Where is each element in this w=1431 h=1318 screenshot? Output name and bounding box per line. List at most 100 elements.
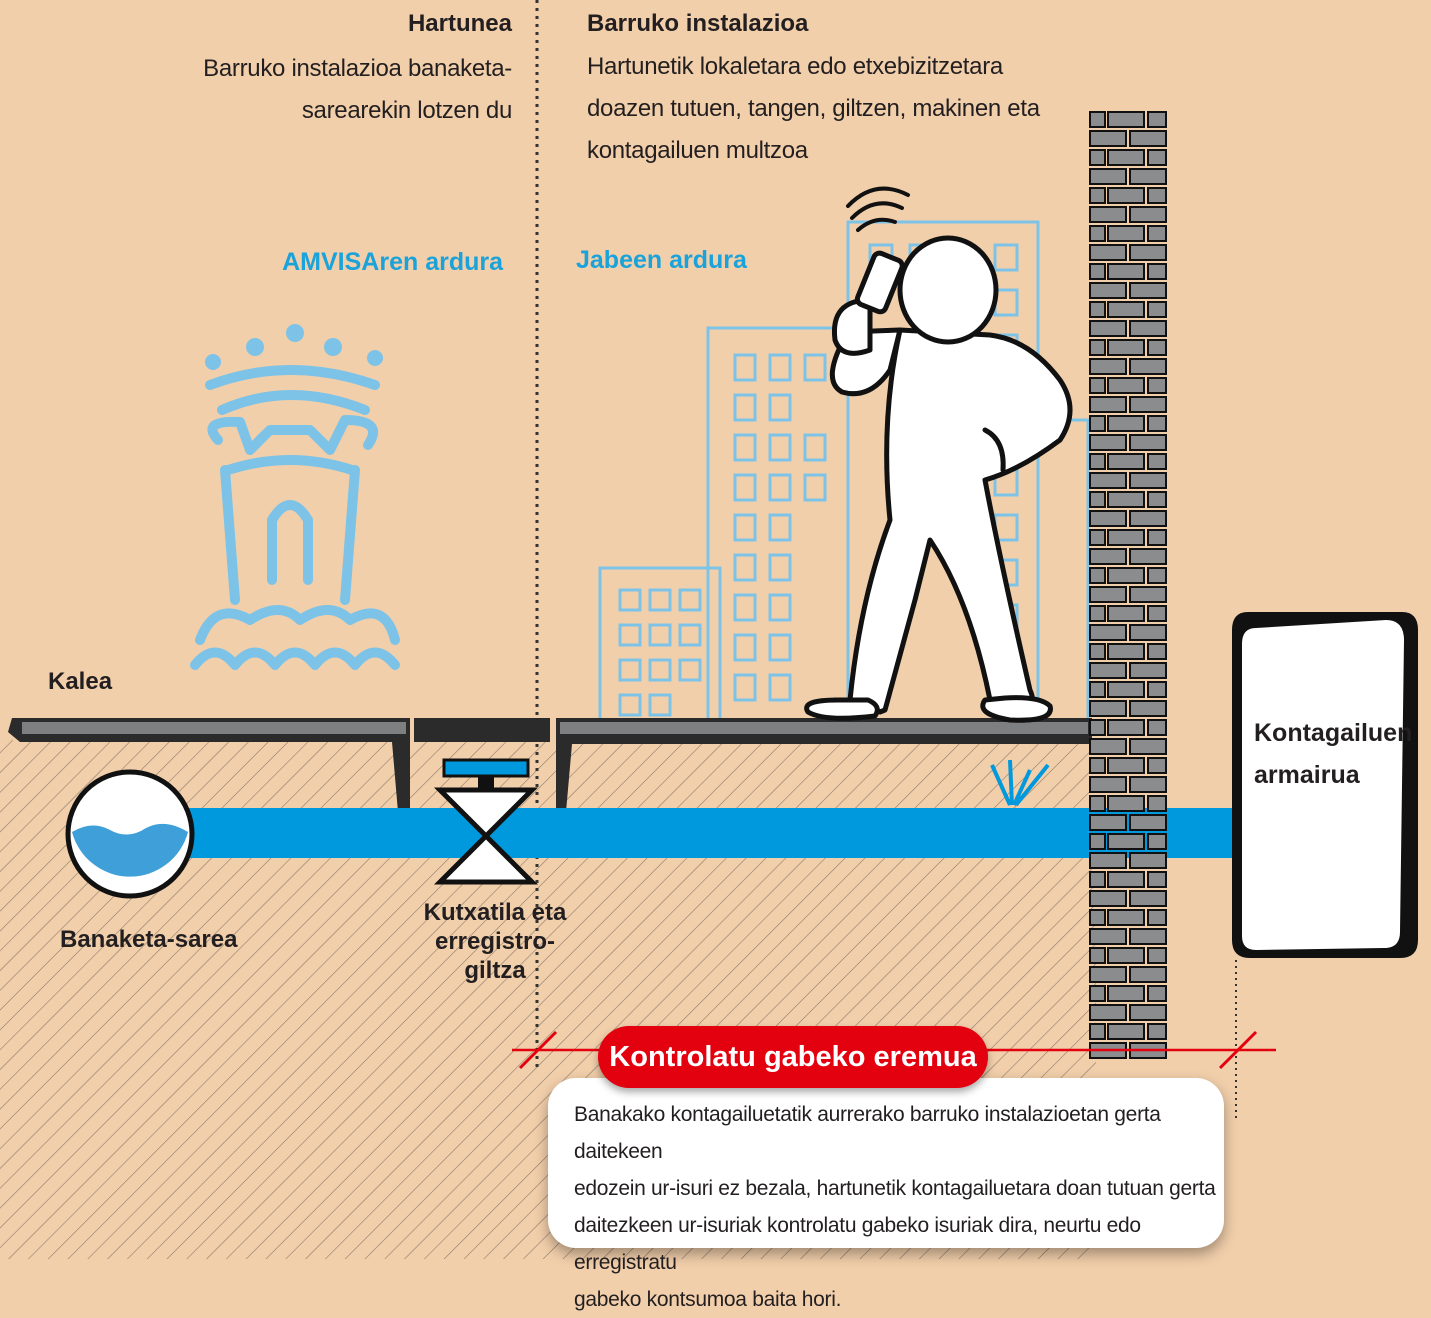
brick bbox=[1089, 700, 1127, 717]
brick bbox=[1089, 1023, 1106, 1040]
brick bbox=[1129, 852, 1167, 869]
brick bbox=[1089, 415, 1106, 432]
brick bbox=[1129, 282, 1167, 299]
brick bbox=[1129, 586, 1167, 603]
brick bbox=[1147, 681, 1167, 698]
brick bbox=[1147, 187, 1167, 204]
brick bbox=[1129, 396, 1167, 413]
brick bbox=[1089, 529, 1106, 546]
brick bbox=[1107, 263, 1145, 280]
hartunea-title: Hartunea bbox=[407, 10, 512, 37]
brick bbox=[1107, 339, 1145, 356]
brick bbox=[1147, 947, 1167, 964]
brick bbox=[1107, 567, 1145, 584]
uncontrolled-zone-note bbox=[548, 1078, 1224, 1248]
uncontrolled-zone-desc-line: Banakako kontagailuetatik aurrerako barr… bbox=[574, 1103, 1161, 1163]
brick bbox=[1089, 1004, 1127, 1021]
service-pipe bbox=[150, 808, 1240, 858]
brick bbox=[1089, 168, 1127, 185]
brick bbox=[1129, 358, 1167, 375]
brick bbox=[1089, 263, 1106, 280]
brick bbox=[1107, 225, 1145, 242]
inner-installation-desc-line: kontagailuen multzoa bbox=[587, 137, 808, 164]
brick bbox=[1107, 187, 1145, 204]
brick bbox=[1089, 890, 1127, 907]
meter-cabinet-label-line: armairua bbox=[1254, 761, 1360, 789]
brick bbox=[1089, 320, 1127, 337]
brick bbox=[1107, 377, 1145, 394]
brick bbox=[1089, 681, 1106, 698]
brick bbox=[1129, 434, 1167, 451]
brick bbox=[1129, 890, 1167, 907]
person-on-phone-figure bbox=[804, 235, 1073, 723]
brick bbox=[1107, 757, 1145, 774]
hartunea-desc-line: Barruko instalazioa banaketa- bbox=[203, 55, 512, 82]
leak-splash-icon bbox=[990, 759, 1050, 807]
brick bbox=[1147, 833, 1167, 850]
meter-cabinet bbox=[1232, 612, 1418, 958]
brick bbox=[1089, 738, 1127, 755]
street-surface bbox=[8, 718, 1092, 812]
brick bbox=[1129, 966, 1167, 983]
brick bbox=[1089, 377, 1106, 394]
brick bbox=[1107, 719, 1145, 736]
brick bbox=[1089, 947, 1106, 964]
brick bbox=[1107, 415, 1145, 432]
brick bbox=[1089, 719, 1106, 736]
brick bbox=[1147, 225, 1167, 242]
brick bbox=[1089, 776, 1127, 793]
brick bbox=[1147, 567, 1167, 584]
brick bbox=[1107, 605, 1145, 622]
hartunea-desc-line: sarearekin lotzen du bbox=[301, 97, 512, 124]
brick bbox=[1089, 206, 1127, 223]
brick bbox=[1147, 871, 1167, 888]
brick bbox=[1129, 662, 1167, 679]
brick bbox=[1107, 947, 1145, 964]
brick bbox=[1129, 548, 1167, 565]
brick bbox=[1129, 928, 1167, 945]
brick bbox=[1089, 491, 1106, 508]
brick bbox=[1107, 985, 1145, 1002]
brick bbox=[1089, 643, 1106, 660]
brick bbox=[1129, 814, 1167, 831]
brick bbox=[1147, 719, 1167, 736]
brick bbox=[1107, 909, 1145, 926]
inner-installation-title: Barruko instalazioa bbox=[587, 10, 809, 37]
brick bbox=[1129, 130, 1167, 147]
brick bbox=[1089, 985, 1106, 1002]
brick bbox=[1089, 453, 1106, 470]
brick bbox=[1089, 244, 1127, 261]
brick bbox=[1147, 909, 1167, 926]
uncontrolled-zone-description: Banakako kontagailuetatik aurrerako barr… bbox=[574, 1096, 1222, 1318]
meter-cabinet-label: Kontagailuen armairua bbox=[1254, 712, 1412, 796]
brick bbox=[1089, 605, 1106, 622]
brick bbox=[1147, 453, 1167, 470]
brick bbox=[1107, 833, 1145, 850]
brick bbox=[1147, 605, 1167, 622]
register-valve-icon bbox=[433, 758, 539, 885]
uncontrolled-zone-desc-line: gabeko kontsumoa baita hori. bbox=[574, 1288, 842, 1311]
brick bbox=[1147, 149, 1167, 166]
brick bbox=[1147, 339, 1167, 356]
brick bbox=[1089, 624, 1127, 641]
brick bbox=[1129, 168, 1167, 185]
brick bbox=[1089, 928, 1127, 945]
brick bbox=[1147, 529, 1167, 546]
brick bbox=[1089, 130, 1127, 147]
brick bbox=[1107, 453, 1145, 470]
brick-wall bbox=[1089, 111, 1167, 1059]
valve-label: Kutxatila eta erregistro- giltza bbox=[420, 898, 570, 985]
phone-signal-icon bbox=[846, 186, 910, 232]
valve-label-line: giltza bbox=[464, 957, 526, 984]
brick bbox=[1147, 263, 1167, 280]
inner-installation-desc-line: Hartunetik lokaletara edo etxebizitzetar… bbox=[587, 53, 1003, 80]
inner-installation-description: Hartunetik lokaletara edo etxebizitzetar… bbox=[587, 46, 1047, 172]
amvisa-responsibility-label: AMVISAren ardura bbox=[282, 248, 503, 276]
brick bbox=[1089, 149, 1106, 166]
brick bbox=[1107, 529, 1145, 546]
brick bbox=[1147, 1023, 1167, 1040]
brick bbox=[1089, 662, 1127, 679]
inner-installation-desc-line: doazen tutuen, tangen, giltzen, makinen … bbox=[587, 95, 1040, 122]
street-label: Kalea bbox=[48, 668, 113, 695]
owners-responsibility-label: Jabeen ardura bbox=[576, 246, 747, 274]
